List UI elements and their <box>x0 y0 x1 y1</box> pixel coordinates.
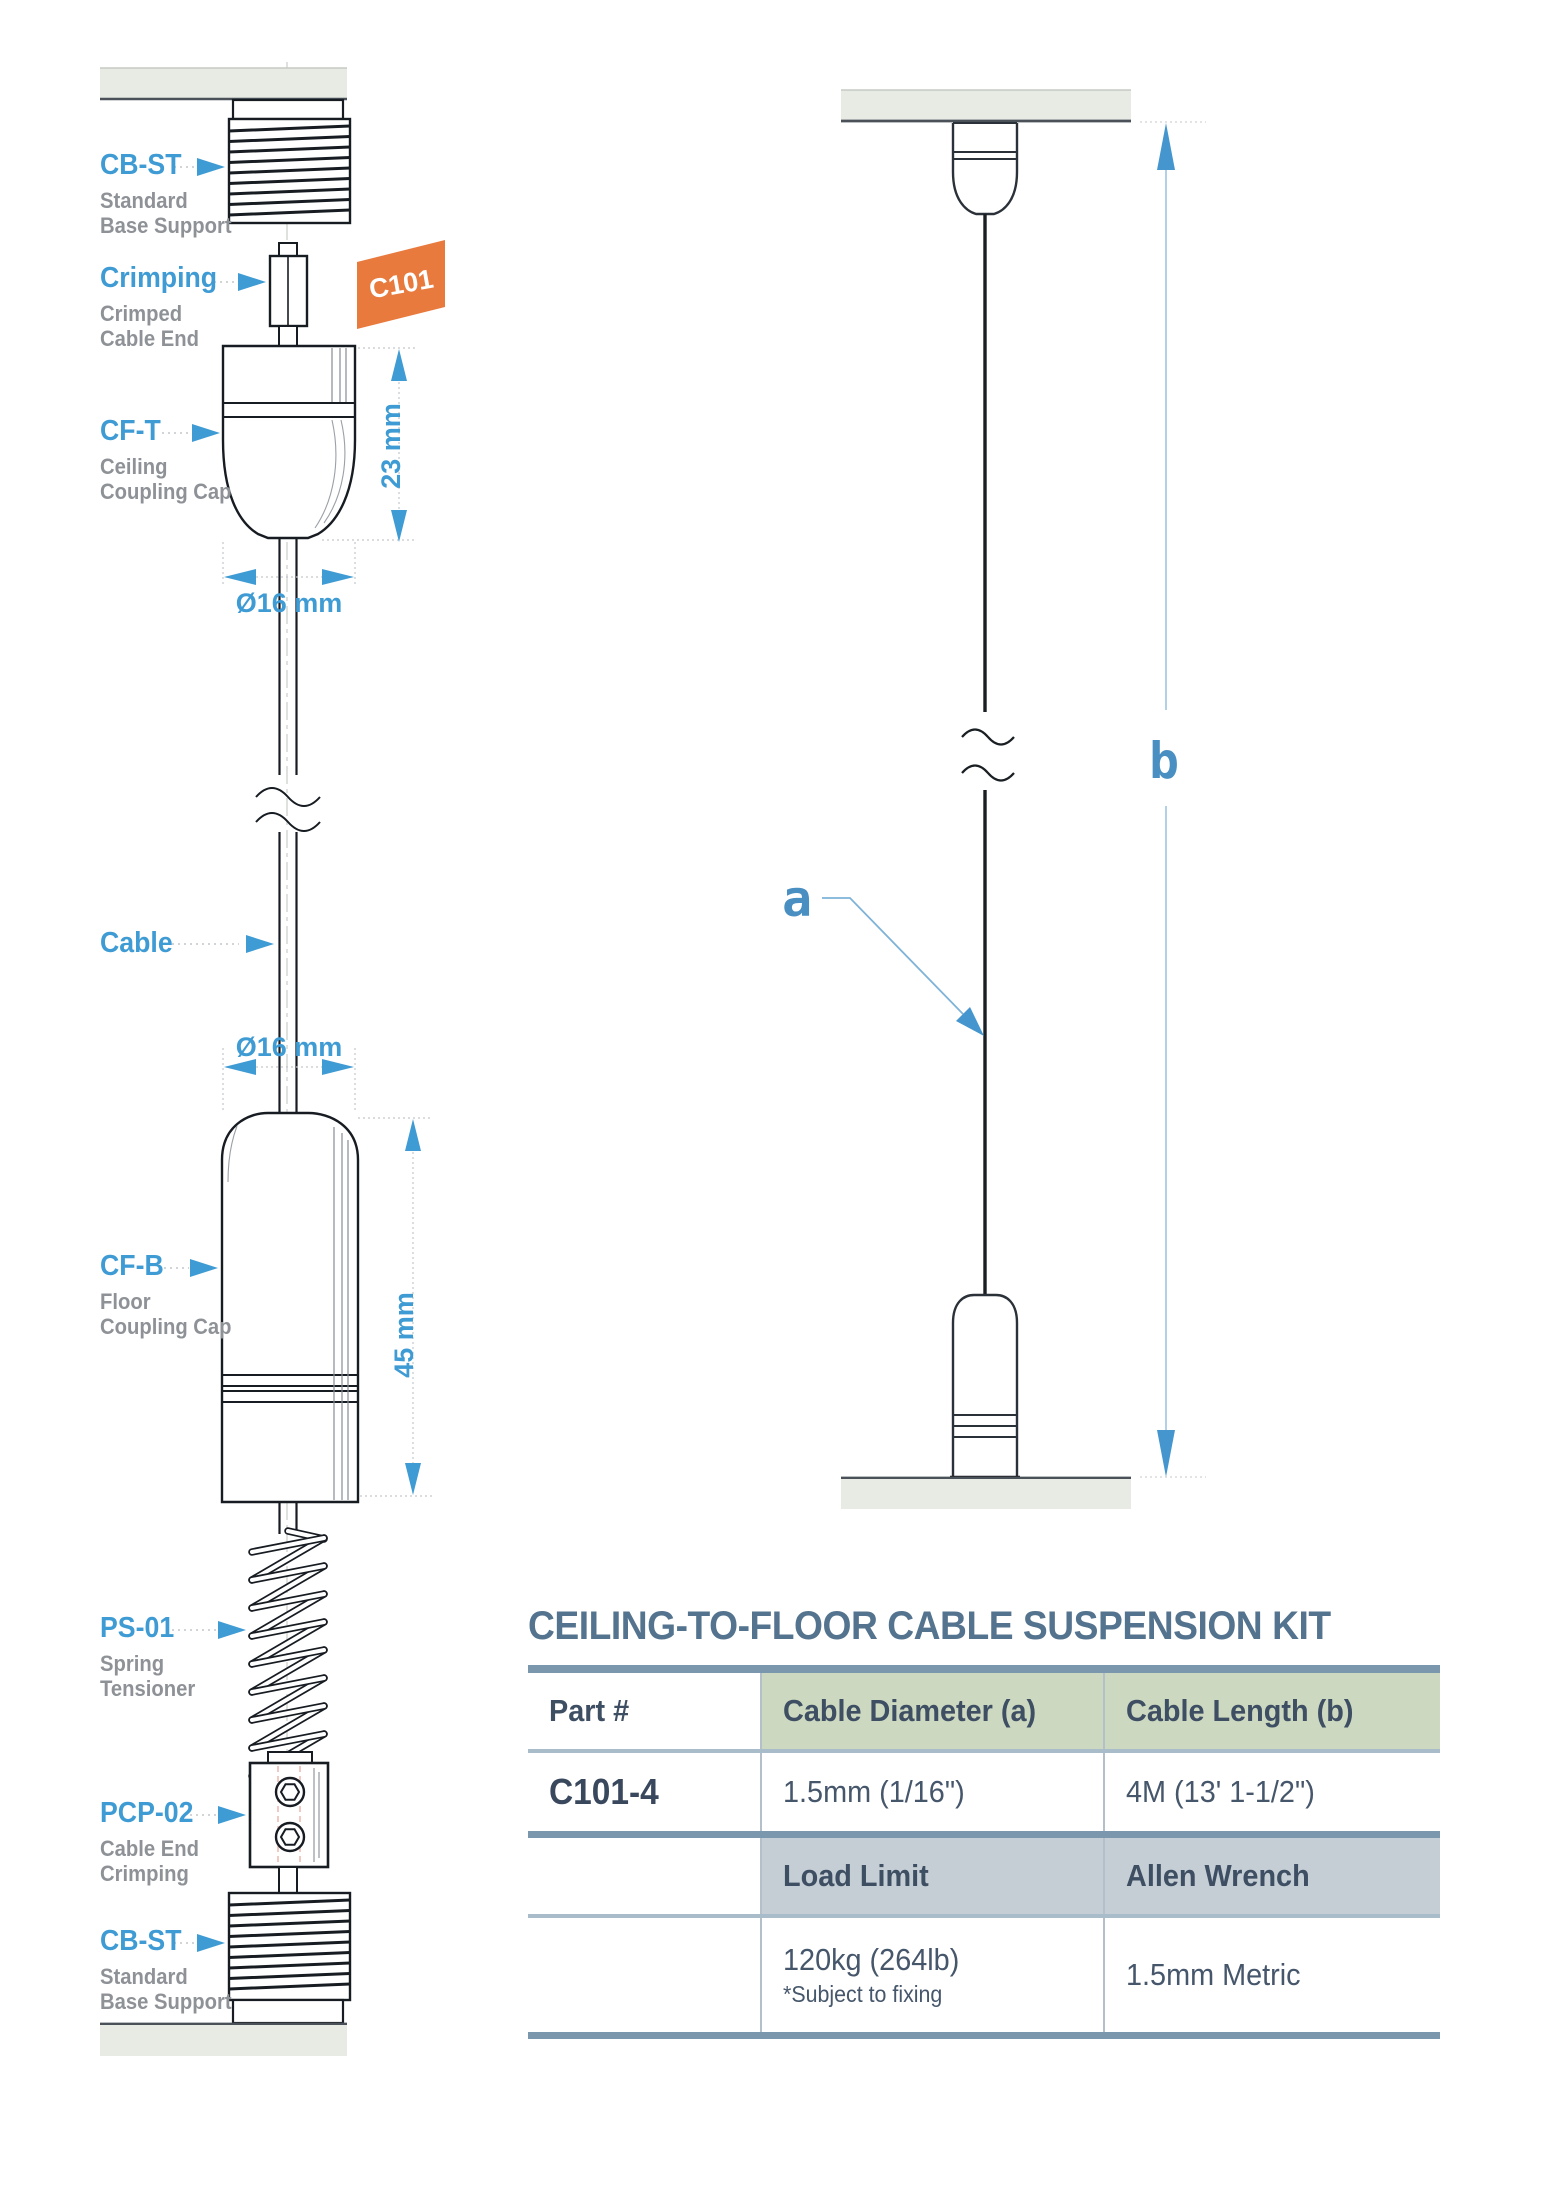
part-desc-line1: Standard <box>100 1964 188 1989</box>
part-id: CB-ST <box>100 1925 182 1957</box>
table-separator <box>528 1749 1440 1753</box>
ceiling-cap-right <box>951 122 1019 216</box>
sheet-title: CEILING-TO-FLOOR CABLE SUSPENSION KIT <box>528 1604 1331 1648</box>
part-desc-line2: Crimping <box>100 1861 189 1886</box>
cell-empty <box>528 1918 760 2032</box>
part-label-cf-t: CF-T Ceiling Coupling Cap <box>100 415 232 505</box>
header-cell-empty <box>528 1838 760 1914</box>
dimension-b: b <box>1140 121 1206 1478</box>
part-desc-line1: Spring <box>100 1651 165 1676</box>
leader-arrow-cb-st-top <box>197 158 225 176</box>
cell-diameter-value: 1.5mm (1/16") <box>760 1753 1103 1831</box>
table-separator <box>528 1914 1440 1918</box>
part-id: Crimping <box>100 262 218 294</box>
hex-screw-bottom <box>274 1821 306 1853</box>
leader-arrow-cf-b <box>190 1259 218 1277</box>
dim-label-dia16-bottom: Ø16 mm <box>236 1032 343 1062</box>
spec-table: Part # Cable Diameter (a) Cable Length (… <box>528 1665 1440 2039</box>
label-leaders <box>162 158 274 1952</box>
header-cell-part: Part # <box>528 1673 760 1749</box>
dim-label-45mm: 45 mm <box>389 1292 419 1378</box>
leader-arrow-cable <box>246 935 274 953</box>
ceiling-bar-right <box>841 89 1131 123</box>
part-desc-line2: Coupling Cap <box>100 1314 232 1339</box>
part-id: PCP-02 <box>100 1797 194 1829</box>
part-desc-line2: Tensioner <box>100 1676 196 1701</box>
table-top-bar <box>528 1665 1440 1673</box>
part-label-cb-st-top: CB-ST Standard Base Support <box>100 149 232 239</box>
header-cell-load-limit: Load Limit <box>760 1838 1103 1914</box>
floor-bar-left <box>100 2022 347 2056</box>
part-desc-line1: Cable End <box>100 1836 199 1861</box>
leader-arrow-ps-01 <box>218 1621 246 1639</box>
ps-01-spring-part <box>248 1527 328 1780</box>
dimension-a: a <box>782 870 984 1036</box>
part-label-cable: Cable <box>100 928 173 959</box>
thread-lines-bottom <box>228 1898 351 1991</box>
part-desc-line1: Floor <box>100 1289 151 1314</box>
header-cell-diameter: Cable Diameter (a) <box>760 1673 1103 1749</box>
dimension-45mm: 45 mm <box>358 1117 432 1497</box>
marker-b-label: b <box>1149 732 1179 790</box>
leader-arrow-cb-st-bottom <box>197 1934 225 1952</box>
table-header-row-1: Part # Cable Diameter (a) Cable Length (… <box>528 1673 1440 1749</box>
part-label-cf-b: CF-B Floor Coupling Cap <box>100 1250 232 1340</box>
table-bottom-bar <box>528 2032 1440 2039</box>
part-desc-line2: Coupling Cap <box>100 479 232 504</box>
part-id: CF-B <box>100 1250 164 1282</box>
cell-length-value: 4M (13' 1-1/2") <box>1103 1753 1440 1831</box>
marker-a-label: a <box>782 870 812 928</box>
cb-st-top-part <box>227 98 352 225</box>
dimension-dia16-bottom: Ø16 mm <box>222 1032 356 1110</box>
leader-arrow-crimping <box>238 273 266 291</box>
header-cell-length: Cable Length (b) <box>1103 1673 1440 1749</box>
dimension-dia16-top: Ø16 mm <box>222 542 356 618</box>
part-desc-line1: Ceiling <box>100 454 168 479</box>
cable-stem <box>278 1502 298 1534</box>
pcp-02-part <box>248 1751 330 1894</box>
product-badge: C101 <box>357 240 445 329</box>
part-label-pcp-02: PCP-02 Cable End Crimping <box>100 1797 199 1887</box>
part-id: PS-01 <box>100 1612 175 1644</box>
header-cell-allen-wrench: Allen Wrench <box>1103 1838 1440 1914</box>
table-mid-bar <box>528 1831 1440 1838</box>
cell-part-number: C101-4 <box>528 1753 760 1831</box>
part-desc-line2: Cable End <box>100 326 199 351</box>
cf-b-part <box>220 1111 360 1504</box>
part-desc-line1: Standard <box>100 188 188 213</box>
dim-label-dia16-top: Ø16 mm <box>236 588 343 618</box>
part-desc-line1: Crimped <box>100 301 183 326</box>
cell-load-limit-value: 120kg (264lb) *Subject to fixing <box>760 1918 1103 2032</box>
leader-arrow-pcp-02 <box>218 1806 246 1824</box>
part-label-crimping: Crimping Crimped Cable End <box>100 262 218 352</box>
part-id: Cable <box>100 927 173 959</box>
part-id: CF-T <box>100 415 161 447</box>
crimping-part <box>268 242 309 347</box>
load-limit-footnote: *Subject to fixing <box>783 1981 943 2007</box>
hex-screw-top <box>274 1776 306 1808</box>
table-header-row-2: Load Limit Allen Wrench <box>528 1838 1440 1914</box>
cf-t-part <box>221 344 357 540</box>
table-data-row-1: C101-4 1.5mm (1/16") 4M (13' 1-1/2") <box>528 1753 1440 1831</box>
ceiling-bar-left <box>100 67 347 101</box>
part-desc-line2: Base Support <box>100 1989 232 2014</box>
part-label-cb-st-bottom: CB-ST Standard Base Support <box>100 1925 232 2015</box>
floor-bar-right <box>841 1476 1131 1509</box>
floor-cap-right <box>950 1293 1020 1479</box>
exploded-view-diagram: C101 <box>100 62 445 2056</box>
cable-part <box>255 538 321 1113</box>
dim-label-23mm: 23 mm <box>376 403 406 489</box>
dimension-23mm: 23 mm <box>322 347 415 542</box>
cable-right <box>961 214 1015 1295</box>
part-id: CB-ST <box>100 149 182 181</box>
leader-arrow-cf-t <box>192 424 220 442</box>
thread-lines-top <box>228 124 351 217</box>
table-data-row-2: 120kg (264lb) *Subject to fixing 1.5mm M… <box>528 1918 1440 2032</box>
cb-st-bottom-part <box>227 1891 352 2025</box>
cell-allen-wrench-value: 1.5mm Metric <box>1103 1918 1440 2032</box>
assembled-view-diagram: b a <box>782 89 1206 1509</box>
part-desc-line2: Base Support <box>100 213 232 238</box>
part-label-ps-01: PS-01 Spring Tensioner <box>100 1612 196 1702</box>
